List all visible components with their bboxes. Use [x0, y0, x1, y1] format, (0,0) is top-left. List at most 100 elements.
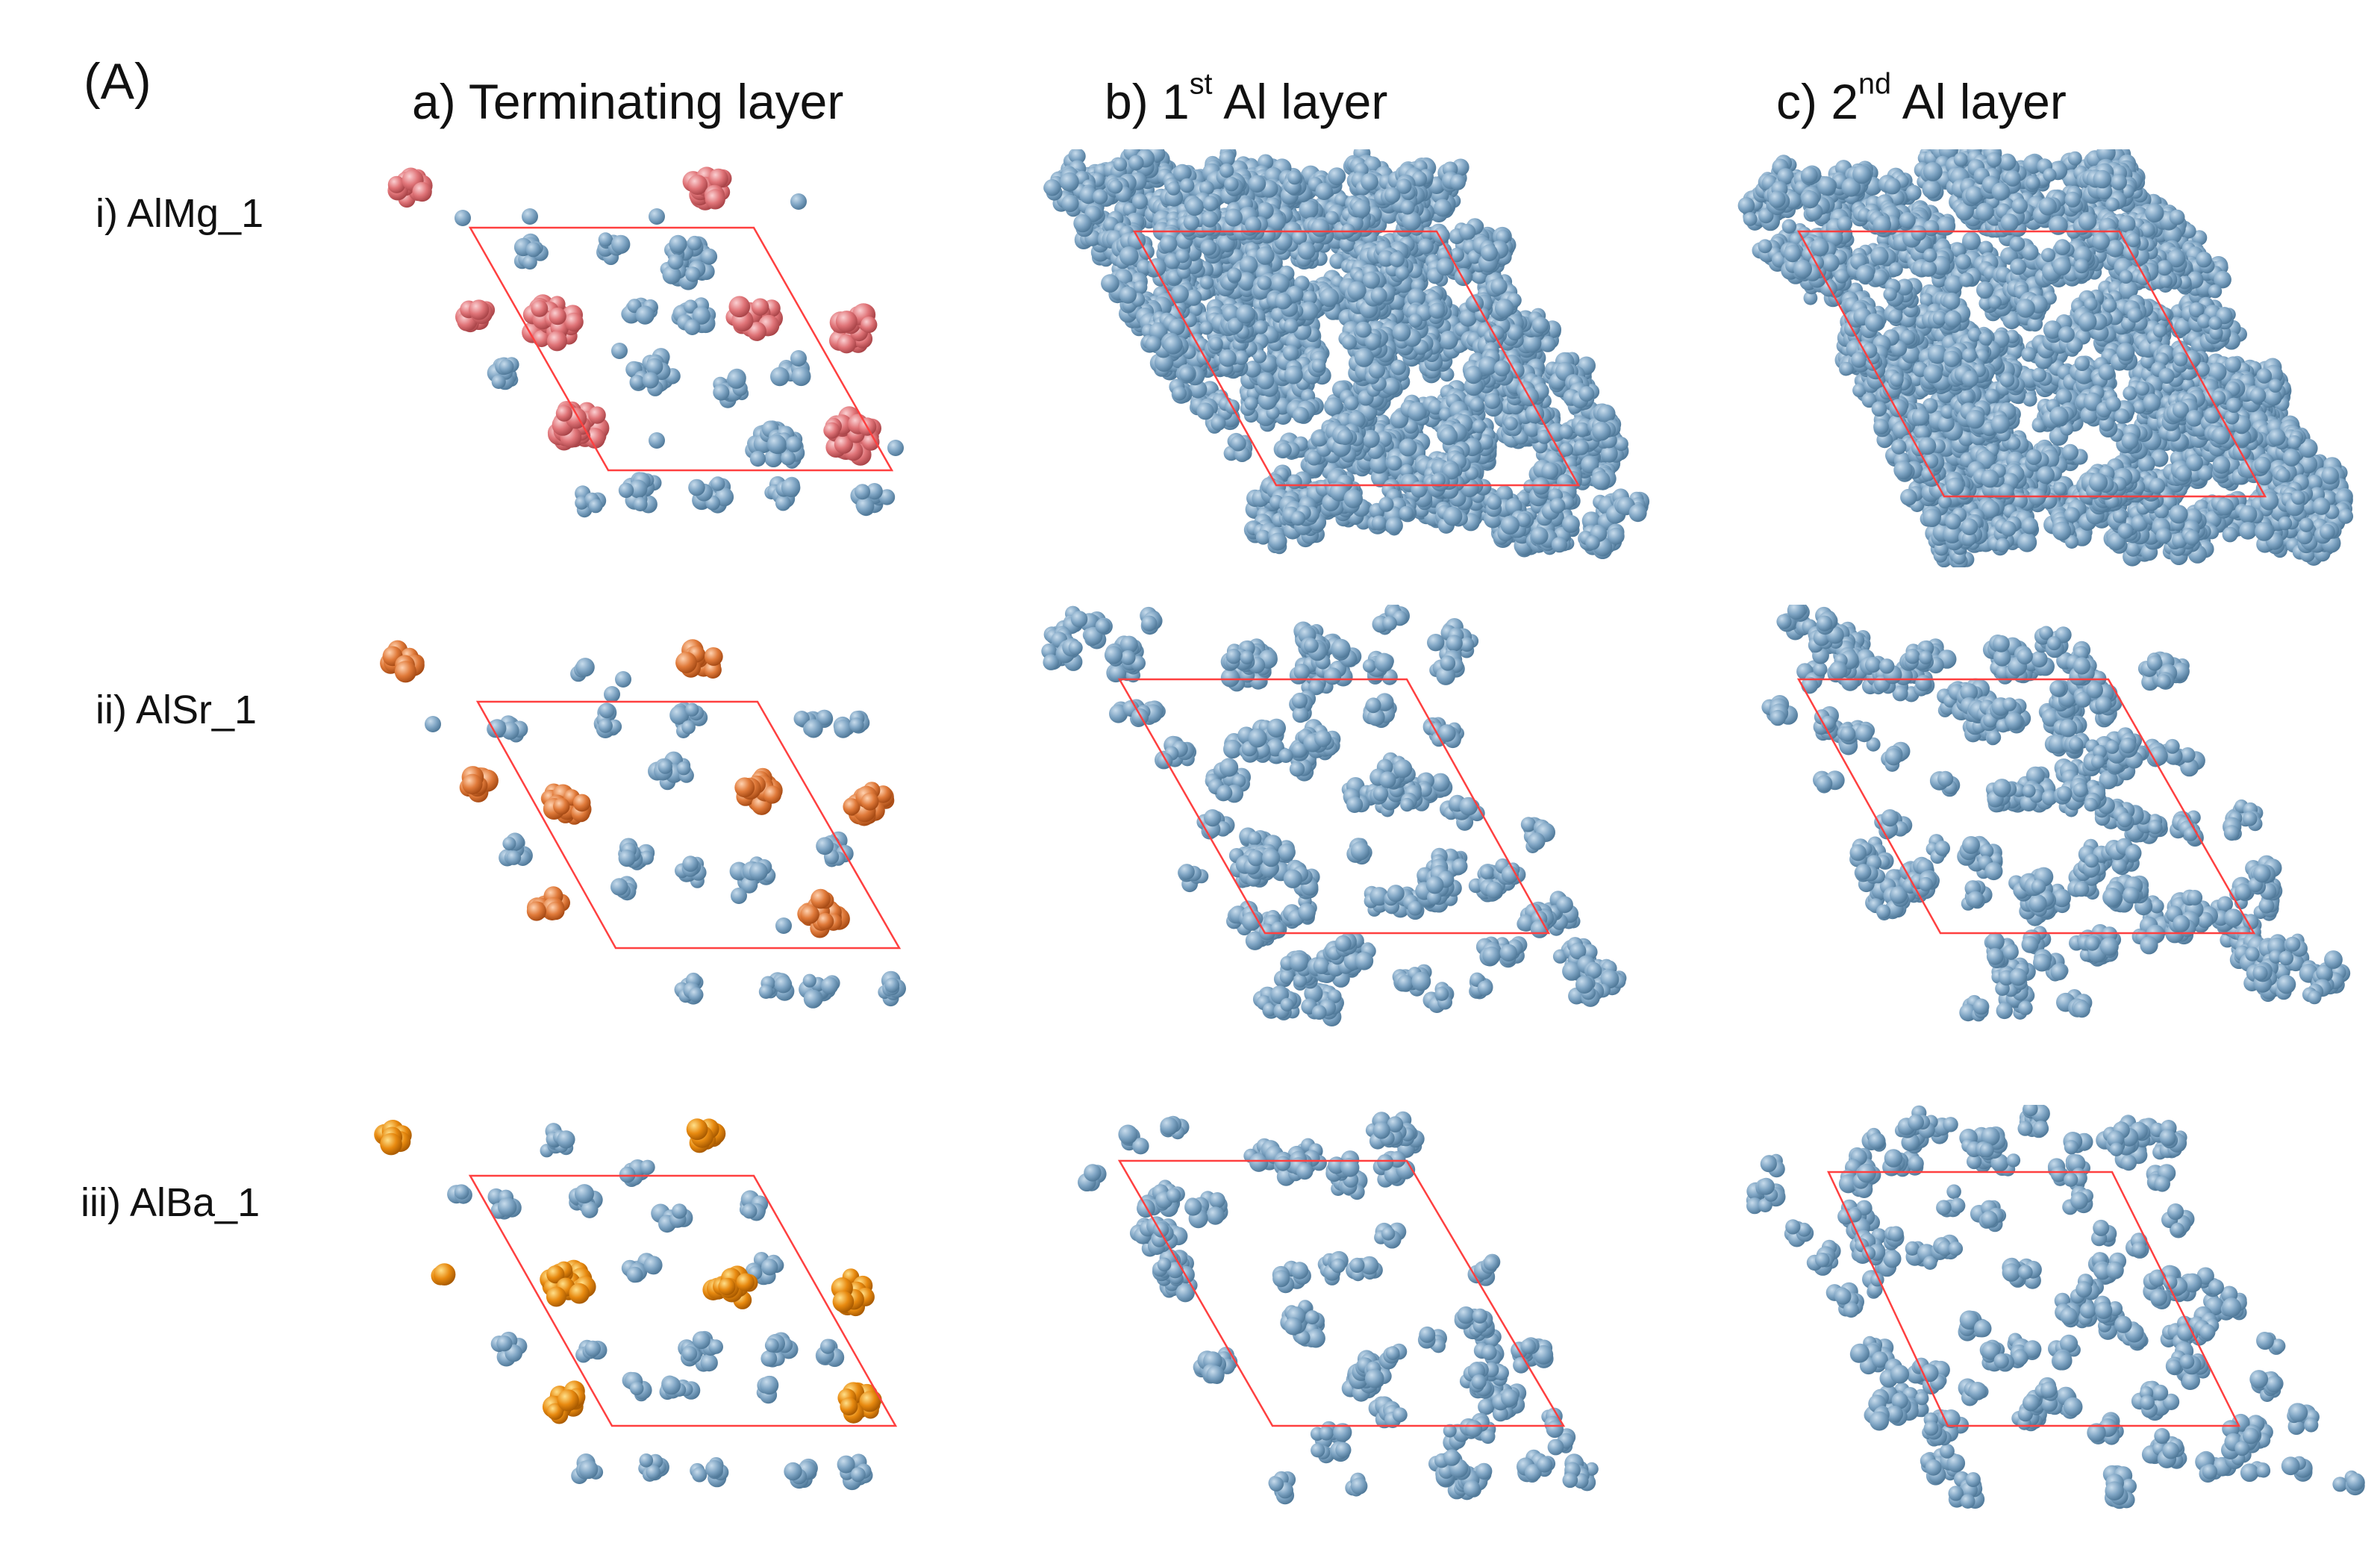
al-atom-cluster — [2142, 249, 2193, 293]
al-atom-cluster — [1429, 649, 1465, 685]
al-atom-cluster — [2268, 419, 2318, 467]
al-atom-cluster — [1495, 858, 1526, 885]
al-atom-cluster — [2053, 774, 2107, 817]
al-atom-cluster — [1923, 341, 1986, 393]
al-atom-cluster — [1967, 152, 2021, 201]
al-atom-cluster — [575, 485, 607, 518]
sr-atom-cluster — [843, 782, 895, 826]
al-atom-cluster — [1957, 835, 2003, 881]
al-atom-cluster — [593, 702, 622, 738]
al-atom-cluster — [1271, 299, 1304, 334]
al-atom-cluster — [487, 715, 528, 743]
al-atom-cluster — [1415, 864, 1455, 906]
al-atom-cluster — [1970, 1200, 2007, 1232]
al-atom-cluster — [2069, 355, 2116, 394]
al-atom-cluster — [758, 972, 795, 1001]
al-atom-cluster — [2117, 1321, 2149, 1351]
al-atom-cluster — [1462, 226, 1517, 275]
structure-alba-terminating-layer — [374, 1118, 898, 1491]
al-atom-cluster — [1900, 476, 1941, 512]
al-atom-cluster — [1346, 838, 1372, 865]
al-atom-cluster — [1578, 511, 1625, 559]
panel-label: (A) — [84, 53, 152, 110]
al-atom-cluster — [1469, 972, 1493, 1000]
al-atom-cluster — [799, 973, 840, 1009]
al-atom-cluster — [2075, 385, 2135, 437]
sr-atom-cluster — [734, 767, 783, 815]
al-atom-cluster — [499, 832, 533, 867]
al-atom-cluster — [1196, 809, 1235, 840]
structure-almg-second-al-layer — [1737, 149, 2354, 567]
al-atom-cluster — [1280, 894, 1317, 929]
al-atom — [615, 671, 631, 688]
ba-atom-cluster — [837, 1382, 882, 1424]
al-atom-cluster — [1443, 1424, 1470, 1452]
al-atom-cluster — [1101, 269, 1148, 314]
al-atom-cluster — [2063, 1132, 2093, 1155]
al-atom-cluster — [1846, 244, 1903, 289]
al-atom-cluster — [1958, 1310, 1992, 1341]
al-atom-cluster — [784, 1458, 818, 1489]
al-atom-cluster — [2281, 1456, 2313, 1482]
al-atom-cluster — [2105, 727, 2149, 769]
al-atom-cluster — [1760, 1153, 1785, 1178]
al-atom-cluster — [621, 297, 658, 325]
mg-atom-cluster — [725, 296, 783, 341]
al-atom-cluster — [2034, 626, 2072, 658]
unit-cell-outline — [468, 226, 894, 472]
al-atom-cluster — [2246, 368, 2286, 408]
al-atom-cluster — [2062, 1185, 2093, 1215]
al-atom-cluster — [575, 1339, 608, 1363]
al-atom-cluster — [1275, 345, 1331, 390]
al-atom-cluster — [2102, 881, 2141, 913]
al-atom — [522, 208, 538, 225]
al-atom-cluster — [1925, 834, 1950, 864]
al-atom-cluster — [2023, 1377, 2058, 1413]
al-atom-cluster — [1196, 397, 1240, 434]
ba-atom-cluster — [831, 1268, 875, 1317]
al-atom-cluster — [1991, 957, 2036, 997]
al-atom-cluster — [1043, 167, 1098, 213]
al-atom-cluster — [1063, 605, 1088, 635]
al-atom-cluster — [2021, 926, 2052, 955]
al-atom-cluster — [764, 476, 801, 511]
al-atom-cluster — [674, 972, 704, 1005]
al-atom-cluster — [648, 751, 694, 791]
al-atom-cluster — [1242, 906, 1287, 950]
al-atom-cluster — [1874, 809, 1913, 840]
ba-atom-cluster — [542, 1380, 586, 1424]
al-atom-cluster — [1541, 482, 1581, 520]
al-atom-cluster — [669, 702, 708, 738]
column-heading-terminating-layer: a) Terminating layer — [412, 74, 844, 129]
structure-alba-second-al-layer — [1746, 1105, 2365, 1509]
al-atom-cluster — [745, 1252, 784, 1285]
al-atom-cluster — [2126, 1232, 2149, 1259]
al-atom-cluster — [1929, 770, 1961, 797]
al-atom-cluster — [1345, 1472, 1368, 1497]
sr-atom-cluster — [526, 886, 570, 921]
al-atom-cluster — [2020, 780, 2058, 813]
unit-cell-outline — [1117, 1159, 1566, 1427]
al-atom-cluster — [571, 1453, 604, 1484]
al-atom-cluster — [2287, 1403, 2320, 1436]
al-atom-cluster — [2211, 378, 2246, 413]
al-atom-cluster — [1428, 1449, 1471, 1488]
al-atom-cluster — [1317, 1250, 1349, 1285]
al-atom-cluster — [1520, 817, 1555, 853]
al-atom-cluster — [1364, 359, 1410, 396]
al-atom-cluster — [1322, 932, 1376, 976]
al-atom-cluster — [2165, 1353, 2211, 1390]
al-atom-cluster — [1398, 157, 1437, 187]
al-atom-cluster — [1301, 982, 1344, 1026]
al-atom-cluster — [622, 1371, 652, 1402]
al-atom-cluster — [610, 876, 637, 901]
al-atom-cluster — [2131, 916, 2165, 955]
mg-atom-cluster — [455, 299, 496, 333]
structure-alba-first-al-layer — [1078, 1111, 1599, 1505]
al-atom-cluster — [1422, 982, 1455, 1013]
al-atom-cluster — [1776, 605, 1817, 641]
ba-atom-cluster — [540, 1259, 596, 1307]
unit-cell-outline — [1132, 230, 1581, 487]
al-atom-cluster — [1746, 1177, 1786, 1215]
al-atom-cluster — [1374, 1222, 1407, 1249]
